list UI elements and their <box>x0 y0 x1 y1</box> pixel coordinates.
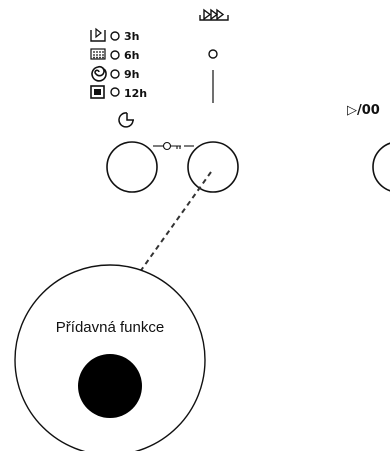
dots-grid-icon <box>90 48 106 60</box>
delay-label-6h: 6h <box>124 49 140 62</box>
quick-wash-panel <box>199 8 229 103</box>
delay-label-12h: 12h <box>124 87 147 100</box>
start-pause-button[interactable] <box>372 142 390 192</box>
square-frame-icon <box>90 85 105 99</box>
start-pause-label: ▷/00 <box>347 103 380 118</box>
delay-label-3h: 3h <box>124 30 140 43</box>
delay-label-9h: 9h <box>124 68 140 81</box>
program-icon <box>90 27 106 42</box>
led-indicator <box>110 31 120 41</box>
led-indicator <box>110 69 120 79</box>
spiral-icon <box>91 65 107 82</box>
callout-label: Přídavná funkce <box>56 319 164 336</box>
delay-option-12h <box>90 85 120 99</box>
callout-pointer <box>131 171 212 284</box>
delay-option-3h <box>90 27 120 42</box>
delay-option-6h <box>90 48 120 60</box>
clock-icon <box>118 112 134 128</box>
extra-function-button-zoomed <box>78 354 142 418</box>
delay-option-9h <box>91 65 120 82</box>
delay-timer-button[interactable] <box>106 141 158 193</box>
led-indicator <box>110 87 120 97</box>
led-indicator <box>110 50 120 60</box>
key-icon <box>153 141 194 151</box>
fast-forward-icon <box>199 8 229 21</box>
delay-timer-panel: 3h 6h 9h 12h <box>90 27 147 128</box>
led-indicator <box>208 49 218 59</box>
extra-function-button[interactable] <box>187 141 239 193</box>
